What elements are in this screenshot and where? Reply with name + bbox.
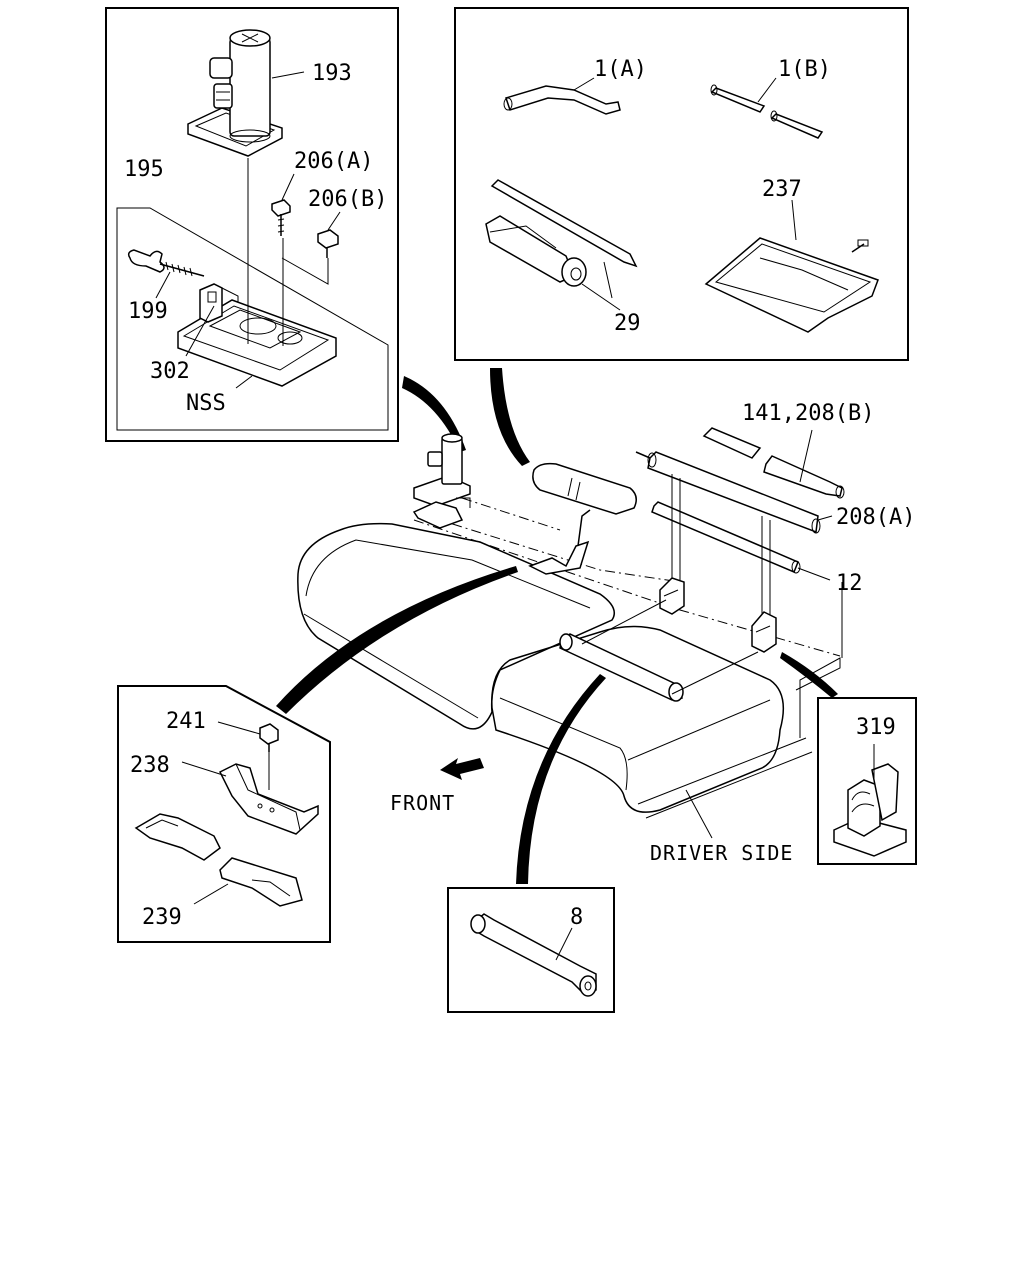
label-1a: 1(A) — [594, 57, 647, 82]
leader-driver-side — [685, 789, 713, 839]
label-206a: 206(A) — [294, 149, 373, 174]
handle-1a-part — [503, 85, 621, 115]
tools-inset: 1(A) 1(B) 237 29 — [454, 7, 909, 361]
leader-nss — [235, 375, 253, 389]
label-319: 319 — [856, 715, 896, 740]
leader-206b — [327, 211, 341, 231]
leader-8 — [555, 927, 573, 961]
leader-1a — [573, 77, 595, 91]
bolt-206a-part — [271, 199, 291, 236]
leader-241 — [217, 721, 261, 735]
jack-inset-frame — [105, 7, 399, 442]
wrench-inset: 8 — [447, 887, 615, 1013]
leader-206a — [281, 173, 295, 201]
label-206b: 206(B) — [308, 187, 387, 212]
clip-inset: 319 — [817, 697, 917, 865]
label-208a: 208(A) — [836, 505, 915, 530]
label-1b: 1(B) — [778, 57, 831, 82]
bag-main-view — [532, 462, 637, 515]
leader-1b — [757, 77, 777, 103]
jack-main-view — [412, 433, 471, 529]
seat-cushion-right — [491, 625, 841, 819]
wrench-inset-frame — [447, 887, 615, 1013]
hook-main-view — [528, 509, 591, 575]
sweep-wrench — [516, 674, 606, 884]
jack-inset: 193 195 206(A) 206(B) 199 302 NSS — [105, 7, 399, 442]
bar-141-208b — [702, 427, 845, 499]
hook-inset: 241 238 239 — [117, 685, 331, 943]
hook-inset-frame — [117, 685, 331, 943]
strap-239-upper-part — [134, 813, 221, 861]
label-302: 302 — [150, 359, 190, 384]
clip-inset-frame — [817, 697, 917, 865]
label-driver-side: DRIVER SIDE — [650, 841, 793, 865]
label-141-208b: 141,208(B) — [742, 401, 874, 426]
sweep-hook — [276, 566, 518, 714]
label-238: 238 — [130, 753, 170, 778]
label-8: 8 — [570, 905, 583, 930]
label-195: 195 — [124, 157, 164, 182]
bottle-jack-part — [187, 29, 283, 157]
label-12: 12 — [836, 571, 863, 596]
bracket-left — [659, 577, 685, 615]
label-193: 193 — [312, 61, 352, 86]
sweep-jack — [402, 376, 466, 452]
label-237: 237 — [762, 177, 802, 202]
hook-238-part — [218, 763, 319, 835]
label-29: 29 — [614, 311, 641, 336]
sweep-tools — [490, 368, 530, 466]
bar-208a — [635, 451, 821, 534]
bracket-right — [751, 611, 777, 653]
wrench-8-part — [470, 913, 597, 997]
strap-239-lower-part — [219, 857, 303, 907]
leader-302 — [185, 305, 215, 357]
label-nss: NSS — [186, 391, 226, 416]
front-arrow-icon — [440, 758, 484, 780]
tool-bag-237-part — [704, 237, 879, 333]
bar-1b-part — [710, 84, 824, 139]
label-241: 241 — [166, 709, 206, 734]
wrench-29-part — [485, 179, 638, 287]
leader-199 — [155, 271, 171, 299]
bolt-206b-part — [317, 229, 339, 258]
leader-29 — [581, 283, 621, 311]
tools-inset-frame — [454, 7, 909, 361]
label-239: 239 — [142, 905, 182, 930]
clip-319-part — [833, 763, 907, 857]
jack-tray-part — [177, 283, 337, 387]
label-front: FRONT — [390, 791, 455, 815]
leader-238 — [181, 761, 227, 777]
label-199: 199 — [128, 299, 168, 324]
main-assembly: FRONT DRIVER SIDE 141,208(B) 208(A) 12 — [297, 401, 915, 865]
leader-193 — [271, 71, 305, 79]
leader-239 — [193, 883, 229, 905]
bolt-241-part — [259, 723, 279, 790]
jack-tray-frame — [116, 207, 389, 431]
wing-bolt-199-part — [127, 249, 205, 277]
wrench-main-view — [559, 633, 684, 702]
seat-cushion-left — [297, 522, 615, 730]
leader-237 — [791, 199, 797, 241]
